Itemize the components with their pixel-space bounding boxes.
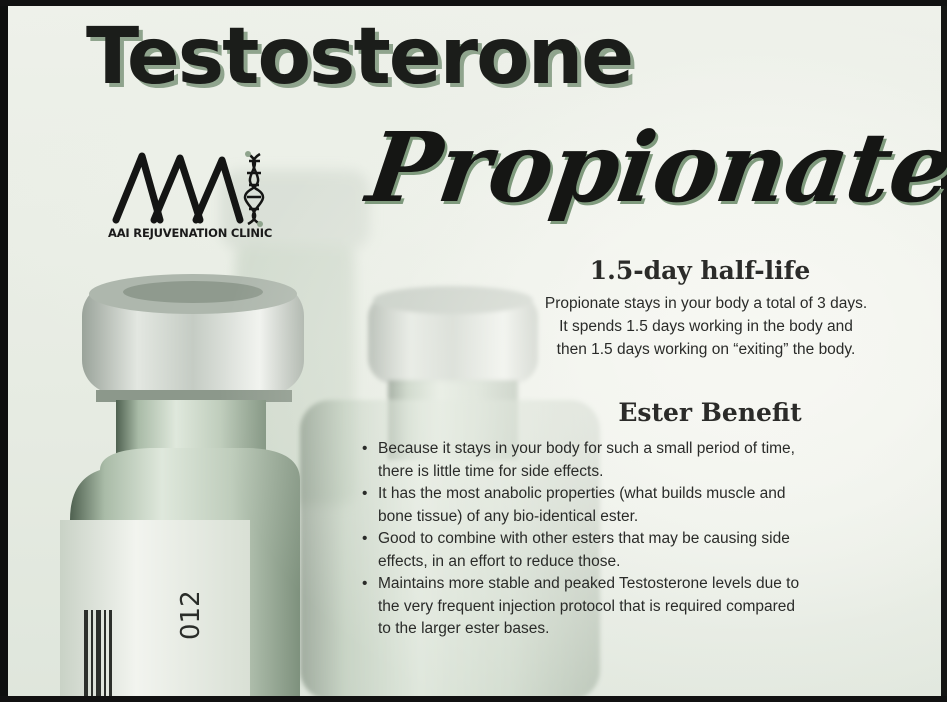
clinic-name: AAI REJUVENATION CLINIC [108,226,273,240]
half-life-line: then 1.5 days working on “exiting” the b… [556,341,856,358]
left-border [0,0,8,702]
aai-logo-icon [112,151,265,227]
list-item: • Good to combine with other esters that… [362,530,790,570]
clinic-logo [108,148,276,238]
ester-benefit-heading: Ester Benefit [618,398,802,427]
list-item: • Maintains more stable and peaked Testo… [362,575,800,637]
list-item: • It has the most anabolic properties (w… [362,485,786,525]
half-life-heading: 1.5-day half-life [589,256,811,285]
bullet-icon: • [362,485,368,502]
title-testosterone: Testosterone [86,12,634,102]
list-item: • Because it stays in your body for such… [362,440,795,480]
bottom-border [0,696,947,702]
bullet-icon: • [362,440,368,457]
half-life-line: Propionate stays in your body a total of… [544,295,868,312]
half-life-description: Propionate stays in your body a total of… [498,292,914,361]
right-border [941,0,947,702]
bullet-icon: • [362,575,368,592]
top-border [0,0,947,6]
title-propionate: Propionate [360,111,947,224]
bullet-icon: • [362,530,368,547]
half-life-line: It spends 1.5 days working in the body a… [559,318,853,335]
vial-label-number: 012 [176,590,206,640]
ester-benefit-list: • Because it stays in your body for such… [360,438,930,641]
